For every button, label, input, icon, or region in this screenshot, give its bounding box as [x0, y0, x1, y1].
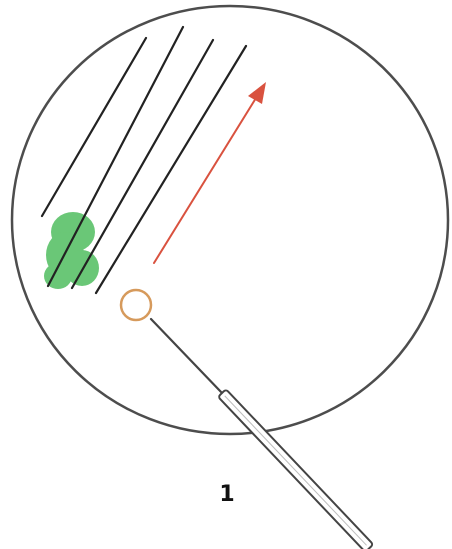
step-number-label: 1 [219, 482, 234, 507]
loop-ring [121, 290, 151, 320]
